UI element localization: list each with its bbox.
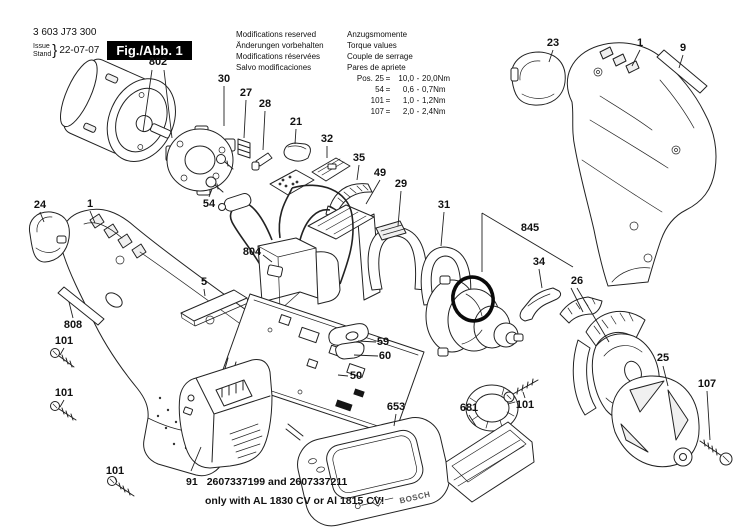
torque-table: Anzugsmomente Torque values Couple de se… [347,29,450,117]
screw-101-c [107,476,135,497]
handle-loop-29 [367,220,428,291]
part-label-60: 60 [378,350,392,362]
button-21 [283,142,311,162]
document-part-number: 3 603 J73 300 [33,27,97,38]
torque-heading: Anzugsmomente [347,30,408,39]
gearbox-assembly [425,275,524,357]
cable-clip [218,193,252,212]
footnote-part-numbers: 2607337199 and 2607337211 [206,476,348,488]
part-label-23: 23 [546,37,560,49]
bearing-plate-30 [165,125,236,196]
part-label-26: 26 [570,275,584,287]
part-label-101: 101 [54,387,74,399]
part-label-30: 30 [217,73,231,85]
housing-right-half [566,42,717,287]
chuck-25 [611,375,700,468]
switch-module-804 [257,237,341,311]
title-block: 3 603 J73 300 Issue Stand } 22-07-07 Fig… [33,27,192,60]
part-label-50: 50 [349,370,363,382]
part-label-653: 653 [386,401,406,413]
part-label-25: 25 [656,352,670,364]
part-label-802: 802 [148,56,168,68]
charger-653: BOSCH [285,417,450,527]
pin-28 [251,152,273,171]
selector-lever-34 [519,287,562,322]
case-insert-681 [445,421,535,503]
part-label-845: 845 [520,222,540,234]
label-strip-9 [656,49,708,94]
label-plate-5 [180,289,249,327]
part-label-681: 681 [459,402,479,414]
slider-32 [311,157,351,182]
screw-101-a [50,348,75,368]
part-label-54: 54 [202,198,216,210]
part-label-5: 5 [200,276,208,288]
part-label-27: 27 [239,87,253,99]
torque-row: 107=2,0-2,4Nm [370,107,446,116]
part-label-34: 34 [532,256,546,268]
footnote-compatibility: only with AL 1830 CV or Al 1815 CV! [205,495,385,507]
label-strip-808 [57,286,105,326]
issue-label-en: Issue [33,42,50,50]
part-label-808: 808 [63,319,83,331]
part-label-1: 1 [636,37,644,49]
cap-60 [335,341,365,360]
battery-footnote: 91 2607337199 and 2607337211 only with AL… [186,473,384,511]
screw-101-right [503,378,539,403]
battery-pack-91 [178,359,273,469]
part-label-1: 1 [86,198,94,210]
motor-cap-23 [510,51,566,106]
part-label-101: 101 [515,399,535,411]
part-label-24: 24 [33,199,47,211]
screw-54-pair [205,154,234,193]
part-label-29: 29 [394,178,408,190]
notice-line: Modifications reserved [236,30,317,39]
motor-802 [60,58,176,162]
modification-notices: Modifications reserved Änderungen vorbeh… [236,29,324,73]
leader-lines [39,49,711,483]
spring-27 [237,138,251,159]
cover-shell-26-small [559,296,603,324]
part-label-101: 101 [54,335,74,347]
footnote-pos-number: 91 [186,476,198,488]
part-label-101: 101 [105,465,125,477]
torque-row: 54=0,6-0,7Nm [375,85,446,94]
figure-badge: Fig./Abb. 1 [107,41,192,60]
part-label-35: 35 [352,152,366,164]
issue-label-de: Stand [33,50,52,58]
torque-row: Pos. 25=10,0-20,0Nm [356,74,451,83]
screw-107 [699,439,733,466]
motor-cap-24 [28,211,70,263]
torque-heading: Couple de serrage [347,52,413,61]
part-label-21: 21 [289,116,303,128]
part-label-32: 32 [320,133,334,145]
notice-line: Modifications réservées [236,52,321,61]
wire-harness [218,184,354,285]
part-label-107: 107 [697,378,717,390]
issue-date: 22-07-07 [59,45,100,56]
part-label-28: 28 [258,98,272,110]
o-ring [451,275,495,323]
part-label-804: 804 [242,246,262,258]
part-label-9: 9 [679,42,687,54]
torque-heading: Torque values [347,41,397,50]
part-label-49: 49 [373,167,387,179]
screw-101-b [50,401,77,421]
torque-row: 101=1,0-1,2Nm [370,96,446,105]
torque-heading: Pares de apriete [347,63,406,72]
part-label-59: 59 [376,336,390,348]
notice-line: Änderungen vorbehalten [236,41,324,50]
part-label-31: 31 [437,199,451,211]
circuit-board-50 [219,293,425,437]
small-pcb [269,169,315,196]
issue-brace: } [52,42,58,59]
notice-line: Salvo modificaciones [236,63,312,72]
